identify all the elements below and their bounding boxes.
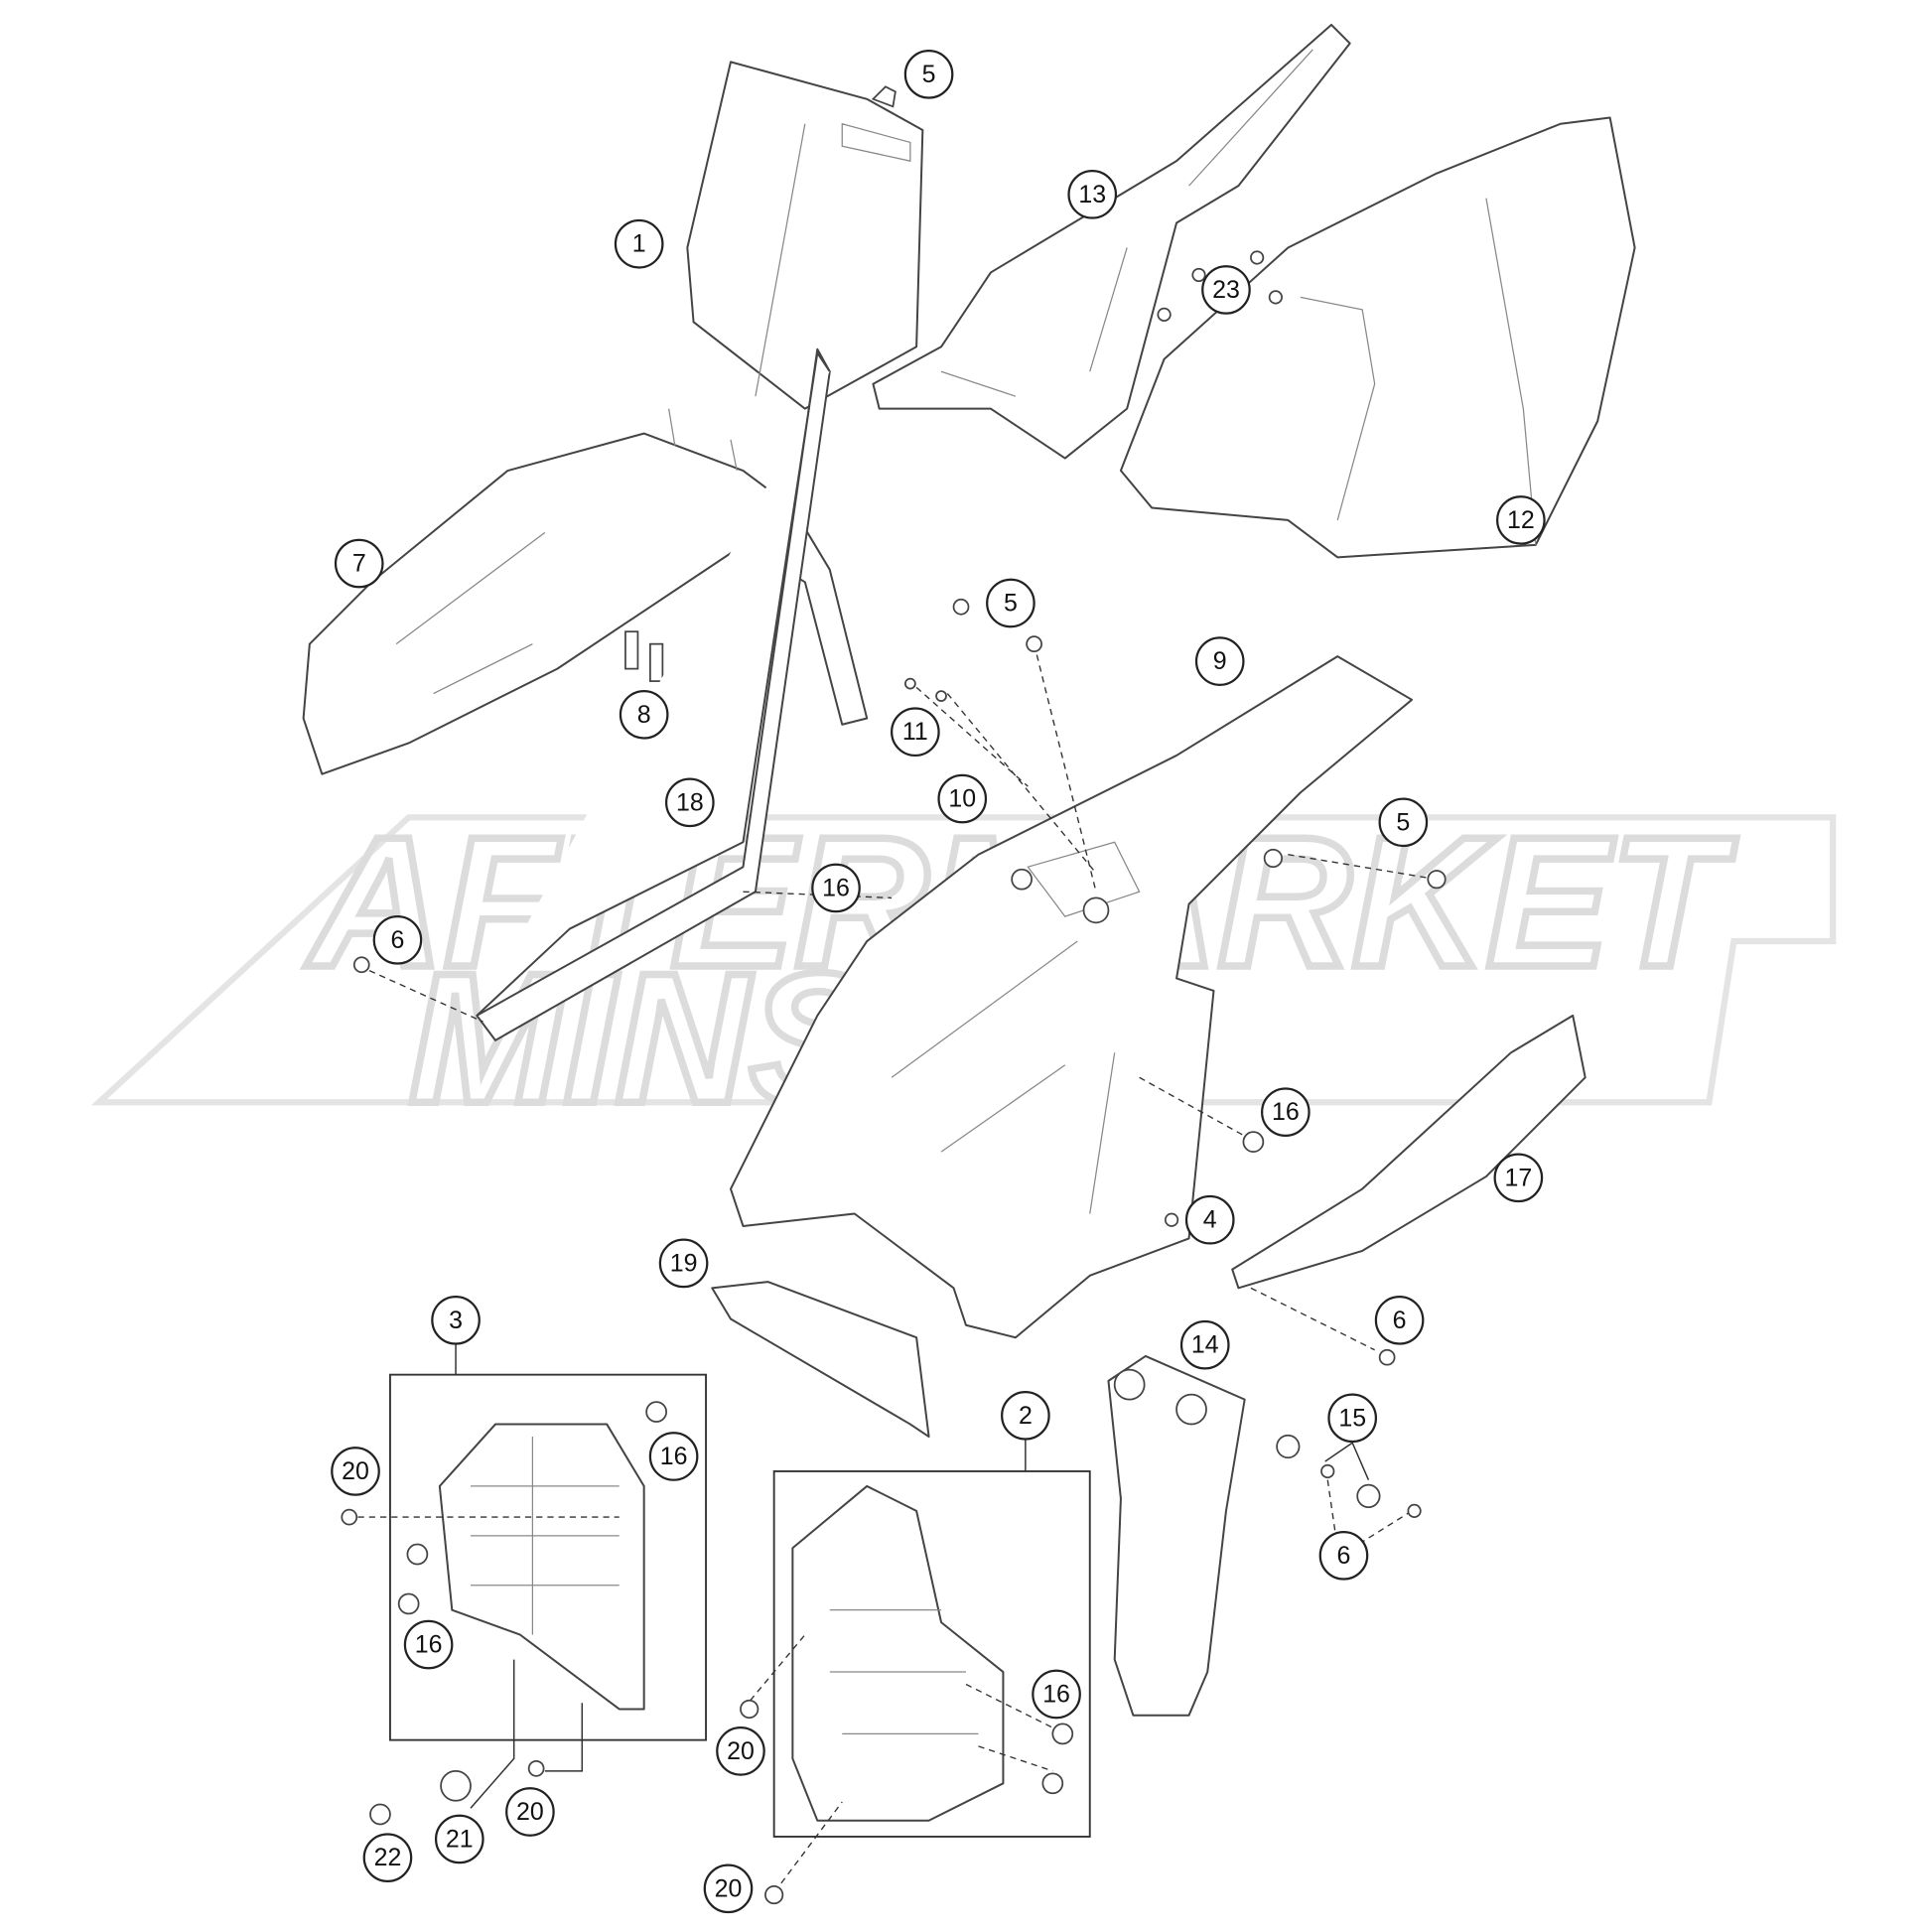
svg-text:19: 19: [670, 1249, 698, 1277]
part-mud-flap-14: [1107, 1354, 1246, 1717]
callout: 8: [619, 689, 669, 740]
svg-text:5: 5: [1396, 808, 1410, 836]
svg-text:8: 8: [637, 701, 651, 729]
callout: 16: [1261, 1087, 1311, 1138]
callout: 9: [1194, 636, 1245, 686]
svg-text:6: 6: [1337, 1542, 1351, 1570]
callout: 20: [703, 1863, 754, 1914]
svg-text:20: 20: [715, 1874, 743, 1902]
callout: 18: [664, 777, 715, 828]
svg-text:16: 16: [660, 1443, 688, 1470]
svg-text:20: 20: [516, 1798, 544, 1826]
svg-text:6: 6: [390, 926, 404, 954]
callout: 16: [648, 1432, 699, 1481]
callout: 20: [505, 1787, 555, 1837]
callout: 19: [658, 1238, 709, 1289]
callout: 16: [1032, 1669, 1081, 1720]
callout: 10: [937, 773, 988, 824]
callout: 4: [1184, 1194, 1235, 1245]
callout: 16: [403, 1619, 454, 1670]
part-rear-fender: [729, 655, 1414, 1339]
part-number-plate: [686, 61, 924, 410]
svg-text:16: 16: [1042, 1680, 1070, 1708]
part-side-cover-18: [476, 347, 831, 1041]
assembly-box-3: [389, 1343, 707, 1741]
leader-lines: [346, 643, 1438, 1902]
callout: 11: [891, 707, 940, 758]
svg-text:5: 5: [922, 61, 936, 88]
svg-text:10: 10: [948, 785, 976, 813]
callout: 5: [986, 578, 1035, 628]
part-guard-19: [711, 1281, 930, 1439]
callout: 13: [1067, 170, 1118, 219]
svg-text:20: 20: [727, 1737, 755, 1765]
callout: 12: [1496, 495, 1546, 545]
callout: 23: [1201, 265, 1251, 315]
svg-text:22: 22: [374, 1844, 402, 1871]
callout: 17: [1493, 1153, 1544, 1203]
callout: 22: [362, 1833, 413, 1882]
callout: 6: [1318, 1530, 1369, 1581]
svg-text:16: 16: [415, 1631, 443, 1659]
svg-text:17: 17: [1504, 1164, 1532, 1191]
svg-text:3: 3: [449, 1307, 463, 1334]
svg-text:12: 12: [1507, 506, 1535, 534]
svg-text:18: 18: [676, 788, 704, 816]
callout: 6: [372, 914, 423, 965]
svg-text:5: 5: [1004, 590, 1018, 618]
callout: 20: [331, 1447, 380, 1496]
svg-text:15: 15: [1338, 1404, 1366, 1432]
svg-text:6: 6: [1393, 1307, 1407, 1334]
callout: 16: [811, 863, 861, 913]
svg-text:1: 1: [632, 230, 646, 258]
callout: 2: [1001, 1390, 1050, 1441]
assembly-box-2: [772, 1439, 1091, 1838]
callout: 20: [716, 1726, 765, 1776]
svg-text:7: 7: [352, 550, 366, 578]
svg-text:2: 2: [1019, 1402, 1033, 1430]
callout: 14: [1179, 1319, 1230, 1370]
callout: 5: [903, 50, 954, 99]
callout: 15: [1327, 1393, 1378, 1444]
svg-text:13: 13: [1078, 181, 1106, 208]
part-side-panel-left: [872, 23, 1351, 460]
fasteners: [341, 250, 1447, 1905]
svg-text:16: 16: [1272, 1098, 1300, 1126]
callout: 1: [614, 218, 664, 269]
svg-text:16: 16: [822, 874, 850, 901]
svg-text:14: 14: [1191, 1331, 1219, 1359]
callout: 5: [1378, 797, 1429, 848]
callout: 3: [431, 1295, 481, 1345]
svg-text:20: 20: [342, 1457, 369, 1485]
callout: 7: [334, 538, 384, 589]
svg-text:21: 21: [446, 1825, 474, 1853]
svg-text:9: 9: [1213, 647, 1227, 675]
callout: 21: [434, 1814, 484, 1864]
part-side-cover-17: [1231, 1014, 1587, 1290]
svg-text:11: 11: [902, 718, 928, 746]
svg-text:23: 23: [1212, 276, 1240, 304]
callout: 6: [1374, 1295, 1425, 1345]
svg-text:4: 4: [1203, 1206, 1217, 1234]
